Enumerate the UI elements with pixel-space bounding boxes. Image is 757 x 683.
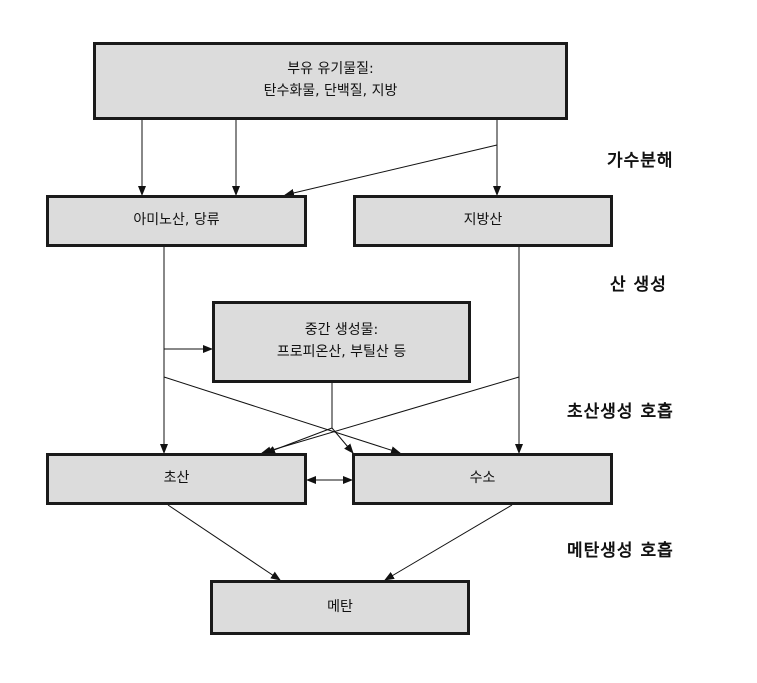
organic-matter-components: 탄수화물, 단백질, 지방: [263, 83, 398, 99]
amino-acid-sugar-box: 아미노산, 당류: [46, 195, 307, 247]
amino-acid-sugar-label: 아미노산, 당류: [133, 212, 220, 229]
stage-label-methanogenesis: 메탄생성 호흡: [567, 541, 674, 561]
intermediate-products-box: 중간 생성물: 프로피온산, 부틸산 등: [212, 301, 471, 383]
intermediate-products-examples: 프로피온산, 부틸산 등: [276, 344, 407, 360]
arrow-intermediate-to-acetate: [265, 427, 333, 454]
arrow-organic-to-amino-diagonal: [284, 144, 498, 197]
arrow-hydrogen-to-methane: [384, 504, 513, 581]
organic-matter-box: 부유 유기물질: 탄수화물, 단백질, 지방: [93, 42, 568, 120]
methane-label: 메탄: [327, 598, 353, 615]
stage-label-acetogenesis: 초산생성 호흡: [567, 402, 674, 422]
acetate-box: 초산: [46, 453, 307, 505]
acetate-label: 초산: [163, 470, 190, 487]
arrow-intermediate-to-hydrogen: [331, 427, 354, 454]
arrow-acetate-to-methane: [167, 504, 281, 581]
stage-label-hydrolysis: 가수분해: [607, 151, 674, 171]
arrow-fatty-acid-to-acetate: [261, 376, 520, 455]
intermediate-products-title: 중간 생성물:: [304, 322, 379, 339]
methane-box: 메탄: [210, 580, 470, 635]
hydrogen-label: 수소: [469, 470, 496, 487]
hydrogen-box: 수소: [352, 453, 613, 505]
arrow-amino-to-hydrogen: [163, 376, 401, 455]
organic-matter-title: 부유 유기물질:: [287, 61, 374, 78]
fatty-acid-label: 지방산: [463, 212, 503, 229]
fatty-acid-box: 지방산: [353, 195, 613, 247]
stage-label-acidogenesis: 산 생성: [610, 275, 667, 295]
